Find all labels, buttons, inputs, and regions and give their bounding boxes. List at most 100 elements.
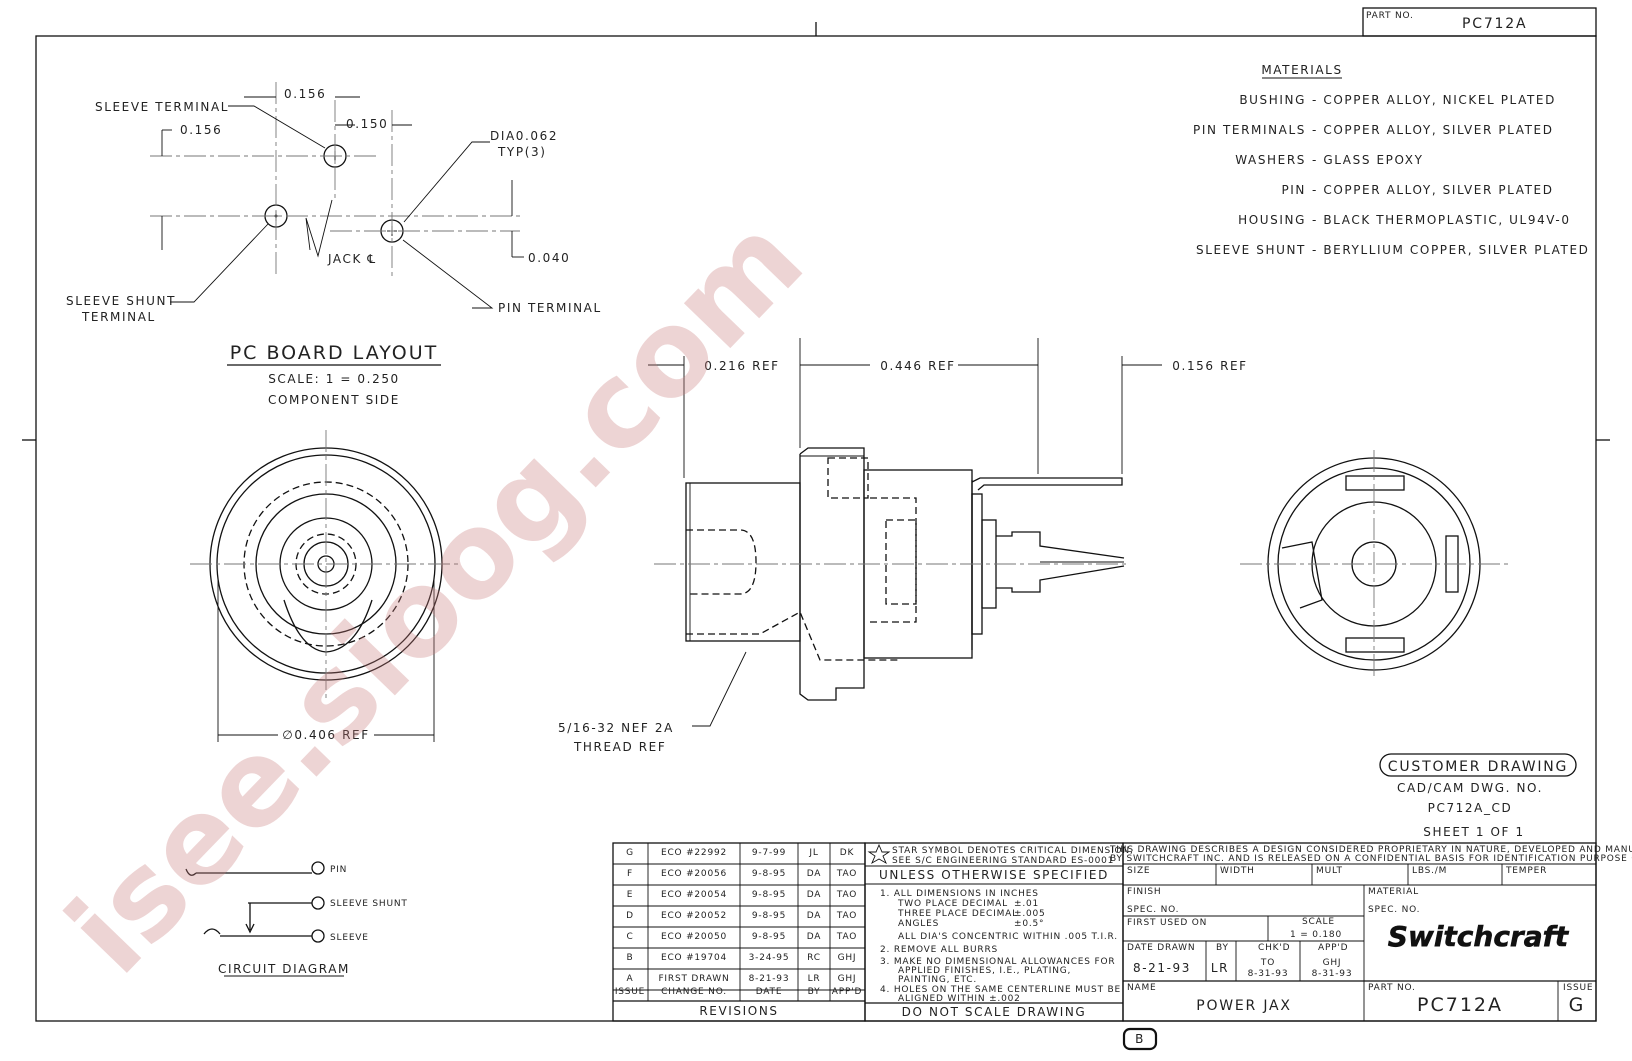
- tb-appd-by: GHJ: [1323, 958, 1342, 968]
- cad-no: PC712A_CD: [1428, 801, 1513, 815]
- materials-list: MATERIALS BUSHING PIN TERMINALS WASHERS …: [1193, 63, 1589, 257]
- rev-issue: D: [626, 911, 634, 921]
- circuit-diagram: [185, 861, 344, 977]
- tb-size: SIZE: [1127, 866, 1150, 876]
- tb-date-drawn-label: DATE DRAWN: [1127, 943, 1195, 953]
- dim-0156-ref: 0.156 REF: [1172, 359, 1247, 373]
- rev-issue: C: [626, 932, 633, 942]
- rev-by: LR: [808, 974, 821, 984]
- jack-centerline-label: JACK ℄: [327, 252, 377, 266]
- rev-app: TAO: [836, 869, 857, 879]
- dia-label: DIA0.062: [490, 129, 558, 143]
- proprietary-note-2: BY SWITCHCRAFT INC. AND IS RELEASED ON A…: [1110, 854, 1632, 864]
- materials-title: MATERIALS: [1261, 63, 1342, 77]
- material-part: SLEEVE SHUNT: [1196, 243, 1306, 257]
- tb-finish: FINISH: [1127, 887, 1162, 897]
- tb-part-no: PC712A: [1417, 994, 1503, 1016]
- pcb-side: COMPONENT SIDE: [268, 393, 400, 407]
- material-part: WASHERS: [1235, 153, 1306, 167]
- rev-change: ECO #20054: [661, 890, 727, 900]
- rev-by: DA: [807, 869, 822, 879]
- dim-0040: 0.040: [528, 251, 570, 265]
- rev-date: 9-8-95: [752, 911, 786, 921]
- front-view: [190, 430, 462, 742]
- rev-date: 9-8-95: [752, 932, 786, 942]
- material-part: PIN: [1281, 183, 1306, 197]
- customer-drawing-box: [1379, 753, 1577, 777]
- part-no-label-top: PART NO.: [1366, 11, 1414, 21]
- note-1b-value: ±.01: [1014, 899, 1039, 909]
- rev-date: 3-24-95: [749, 953, 790, 963]
- dim-0216-ref: 0.216 REF: [704, 359, 779, 373]
- sleeve-terminal-label: SLEEVE TERMINAL: [95, 100, 229, 114]
- tb-lbs: LBS./M: [1412, 866, 1447, 876]
- tb-appd-date: 8-31-93: [1312, 969, 1353, 979]
- rev-date: 9-8-95: [752, 890, 786, 900]
- dim-0156-top: 0.156: [284, 87, 326, 101]
- cad-label: CAD/CAM DWG. NO.: [1397, 781, 1543, 795]
- rev-app: TAO: [836, 932, 857, 942]
- rev-change: ECO #19704: [661, 953, 727, 963]
- proprietary-note-1: THIS DRAWING DESCRIBES A DESIGN CONSIDER…: [1109, 845, 1632, 855]
- circuit-title: CIRCUIT DIAGRAM: [218, 962, 350, 976]
- tb-chkd-date: 8-31-93: [1248, 969, 1289, 979]
- rev-date: 9-7-99: [752, 848, 786, 858]
- circuit-sleeve-shunt: SLEEVE SHUNT: [330, 899, 408, 909]
- note-1e: ALL DIA'S CONCENTRIC WITHIN .005 T.I.R.: [898, 932, 1118, 942]
- material-part: BUSHING: [1239, 93, 1306, 107]
- note-3c: PAINTING, ETC.: [898, 975, 977, 985]
- rev-by: RC: [807, 953, 821, 963]
- tb-first-used-on: FIRST USED ON: [1127, 918, 1207, 928]
- rev-by: DA: [807, 932, 822, 942]
- tb-scale-value: 1 = 0.180: [1290, 930, 1342, 940]
- rev-issue: F: [627, 869, 633, 879]
- rev-change: ECO #22992: [661, 848, 727, 858]
- rev-app: GHJ: [838, 974, 857, 984]
- part-no-top: PC712A: [1462, 16, 1527, 32]
- tb-scale-label: SCALE: [1302, 917, 1335, 927]
- rev-header-by: BY: [808, 987, 821, 997]
- rev-header-issue: ISSUE: [615, 987, 645, 997]
- tb-by-label: BY: [1216, 943, 1229, 953]
- rear-view: [1240, 450, 1508, 680]
- material-spec: - BLACK THERMOPLASTIC, UL94V-0: [1312, 213, 1571, 227]
- note-1b: TWO PLACE DECIMAL: [897, 899, 1008, 909]
- material-spec: - BERYLLIUM COPPER, SILVER PLATED: [1312, 243, 1589, 257]
- rev-issue: E: [627, 890, 634, 900]
- rev-app: GHJ: [838, 953, 857, 963]
- note-2: 2. REMOVE ALL BURRS: [880, 945, 998, 955]
- tb-name: POWER JAX: [1196, 998, 1292, 1014]
- rev-header-date: DATE: [756, 987, 783, 997]
- dim-0156-left: 0.156: [180, 123, 222, 137]
- dim-0446-ref: 0.446 REF: [880, 359, 955, 373]
- pin-terminal-label: PIN TERMINAL: [498, 301, 602, 315]
- note-4a: 4. HOLES ON THE SAME CENTERLINE MUST BE: [880, 985, 1121, 995]
- note-4b: ALIGNED WITHIN ±.002: [898, 994, 1021, 1004]
- front-diameter-dim: ∅0.406 REF: [282, 728, 369, 742]
- sleeve-shunt-label-2: TERMINAL: [81, 310, 156, 324]
- rev-change: ECO #20052: [661, 911, 727, 921]
- note-1a: 1. ALL DIMENSIONS IN INCHES: [880, 889, 1039, 899]
- thread-label: 5/16-32 NEF 2A: [558, 721, 674, 735]
- rev-by: DA: [807, 911, 822, 921]
- rev-date: 9-8-95: [752, 869, 786, 879]
- circuit-pin: PIN: [330, 865, 347, 875]
- tb-chkd-label: CHK'D: [1258, 943, 1290, 953]
- pcb-layout-title: PC BOARD LAYOUT: [230, 342, 439, 364]
- tb-spec-no: SPEC. NO.: [1127, 905, 1179, 915]
- tb-issue-label: ISSUE: [1563, 983, 1593, 993]
- rev-change: ECO #20056: [661, 869, 727, 879]
- do-not-scale: DO NOT SCALE DRAWING: [902, 1005, 1087, 1019]
- rev-date: 8-21-93: [749, 974, 790, 984]
- typ-label: TYP(3): [497, 145, 547, 159]
- note-1c: THREE PLACE DECIMAL: [897, 909, 1018, 919]
- rev-issue: G: [626, 848, 634, 858]
- tb-temper: TEMPER: [1505, 866, 1547, 876]
- thread-ref-label: THREAD REF: [573, 740, 666, 754]
- tb-spec-no-2: SPEC. NO.: [1368, 905, 1420, 915]
- material-spec: - GLASS EPOXY: [1312, 153, 1424, 167]
- material-part: PIN TERMINALS: [1193, 123, 1306, 137]
- tb-width: WIDTH: [1220, 866, 1255, 876]
